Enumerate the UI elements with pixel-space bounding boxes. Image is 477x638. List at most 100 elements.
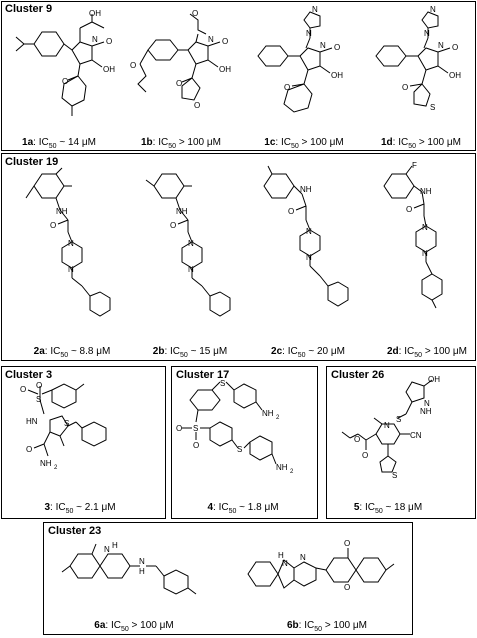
svg-text:S: S xyxy=(193,424,198,433)
cluster-box-9 xyxy=(1,1,476,151)
structure-1c: N N N O OH O xyxy=(242,5,352,128)
svg-text:2: 2 xyxy=(54,465,58,471)
svg-text:O: O xyxy=(402,83,408,92)
svg-text:OH: OH xyxy=(428,375,440,384)
svg-text:N: N xyxy=(300,553,306,562)
svg-text:O: O xyxy=(222,37,228,46)
compound-label-2a: 2a: IC50 ~ 8.8 μM xyxy=(33,346,111,359)
compound-label-3: 3: IC50 ~ 2.1 μM xyxy=(44,502,116,515)
svg-text:CN: CN xyxy=(410,431,422,440)
svg-text:O: O xyxy=(192,9,198,18)
compound-label-1d: 1d: IC50 > 100 μM xyxy=(381,137,461,150)
cluster-title: Cluster 3 xyxy=(5,369,53,381)
svg-text:N: N xyxy=(208,35,214,44)
cluster-title: Cluster 9 xyxy=(5,3,53,15)
svg-text:N: N xyxy=(282,559,288,568)
cluster-box-23 xyxy=(43,522,413,635)
structure-1a: OH N O OH O xyxy=(6,9,116,132)
svg-text:N: N xyxy=(438,41,444,50)
svg-text:H: H xyxy=(278,551,284,560)
svg-text:OH: OH xyxy=(219,65,231,74)
svg-text:HN: HN xyxy=(26,417,38,426)
cluster-title: Cluster 17 xyxy=(176,369,230,381)
svg-text:NH: NH xyxy=(176,207,188,216)
svg-text:O: O xyxy=(20,385,26,394)
svg-text:N: N xyxy=(306,253,312,262)
svg-text:S: S xyxy=(430,103,435,112)
svg-text:S: S xyxy=(396,415,401,424)
svg-text:O: O xyxy=(176,79,182,88)
cluster-title: Cluster 26 xyxy=(331,369,385,381)
compound-label-2d: 2d: IC50 > 100 μM xyxy=(387,346,467,359)
compound-label-4: 4: IC50 ~ 1.8 μM xyxy=(207,502,279,515)
cluster-title: Cluster 19 xyxy=(5,156,59,168)
svg-text:NH: NH xyxy=(56,207,68,216)
structure-6b: H N N O O xyxy=(238,539,408,620)
compound-label-1a: 1a: IC50 ~ 14 μM xyxy=(22,137,96,150)
svg-text:N: N xyxy=(422,249,428,258)
svg-text:H: H xyxy=(139,567,145,576)
svg-text:O: O xyxy=(452,43,458,52)
svg-text:NH: NH xyxy=(300,185,312,194)
svg-text:N: N xyxy=(92,35,98,44)
svg-text:N: N xyxy=(188,239,194,248)
svg-text:O: O xyxy=(36,381,42,390)
svg-text:S: S xyxy=(220,379,225,388)
svg-text:O: O xyxy=(176,424,182,433)
svg-text:N: N xyxy=(68,239,74,248)
cluster-box-26 xyxy=(326,366,476,519)
svg-text:N: N xyxy=(424,29,430,38)
structure-5: OH N NH S N CN O O S xyxy=(332,372,472,507)
svg-text:N: N xyxy=(139,557,145,566)
svg-text:N: N xyxy=(104,545,110,554)
svg-text:N: N xyxy=(424,399,430,408)
svg-text:O: O xyxy=(334,43,340,52)
svg-text:2: 2 xyxy=(290,469,294,475)
svg-text:S: S xyxy=(36,395,41,404)
svg-text:O: O xyxy=(62,77,68,86)
cluster-title: Cluster 23 xyxy=(48,525,102,537)
svg-text:S: S xyxy=(237,445,242,454)
svg-text:N: N xyxy=(68,265,74,274)
svg-text:O: O xyxy=(193,441,199,450)
compound-label-2b: 2b: IC50 ~ 15 μM xyxy=(152,346,228,359)
structure-2c: NH O N N xyxy=(250,165,360,348)
compound-label-6a: 6a: IC50 > 100 μM xyxy=(94,620,174,633)
svg-text:OH: OH xyxy=(449,71,461,80)
svg-text:O: O xyxy=(284,83,290,92)
cluster-box-19 xyxy=(1,153,476,361)
structure-6a: N H N H xyxy=(60,536,220,616)
structure-1b: O N O OH O O O xyxy=(128,9,238,132)
cluster-box-3 xyxy=(1,366,166,519)
svg-text:N: N xyxy=(320,41,326,50)
svg-text:N: N xyxy=(306,227,312,236)
svg-text:O: O xyxy=(362,451,368,460)
compound-label-6b: 6b: IC50 > 100 μM xyxy=(287,620,367,633)
svg-text:OH: OH xyxy=(331,71,343,80)
svg-text:O: O xyxy=(406,205,412,214)
svg-text:S: S xyxy=(392,471,397,480)
structure-2a: NH O N N xyxy=(20,167,130,348)
svg-text:OH: OH xyxy=(103,65,115,74)
svg-text:2: 2 xyxy=(276,415,280,421)
cluster-box-17 xyxy=(171,366,318,519)
svg-text:NH: NH xyxy=(40,459,52,468)
structure-4: S NH 2 S O O S NH 2 xyxy=(176,379,316,502)
svg-text:O: O xyxy=(344,539,350,548)
svg-text:O: O xyxy=(288,207,294,216)
compound-label-2c: 2c: IC50 ~ 20 μM xyxy=(271,346,345,359)
svg-text:O: O xyxy=(106,37,112,46)
structure-2d: F NH O N N xyxy=(370,161,477,342)
svg-text:O: O xyxy=(194,101,200,110)
svg-text:F: F xyxy=(412,161,417,170)
structure-1d: N N N O OH O S xyxy=(360,5,470,128)
svg-text:NH: NH xyxy=(420,407,432,416)
svg-text:H: H xyxy=(112,541,118,550)
structure-3: O O S HN S O NH 2 xyxy=(10,380,160,500)
svg-text:N: N xyxy=(422,223,428,232)
svg-text:N: N xyxy=(384,421,390,430)
svg-text:N: N xyxy=(188,265,194,274)
svg-text:O: O xyxy=(354,435,360,444)
svg-text:O: O xyxy=(344,583,350,592)
compound-label-5: 5: IC50 ~ 18 μM xyxy=(353,502,423,515)
